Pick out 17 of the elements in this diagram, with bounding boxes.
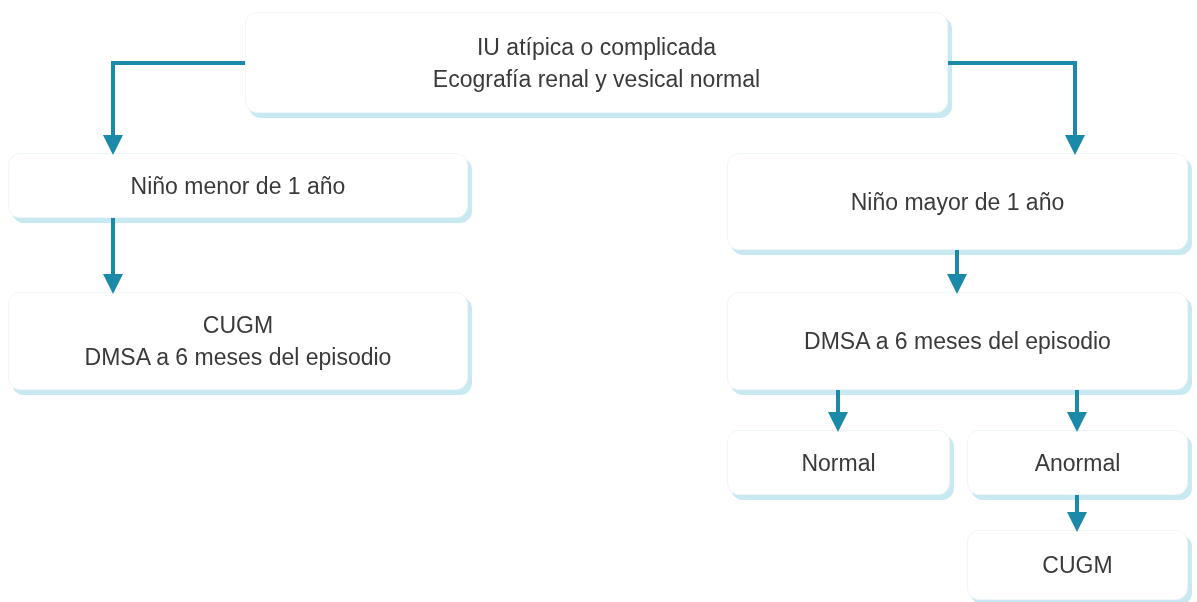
box-text: DMSA a 6 meses del episodio (804, 327, 1111, 356)
box-text: DMSA a 6 meses del episodio (84, 343, 392, 372)
arrow (103, 218, 123, 294)
arrow (1067, 495, 1087, 532)
box-text: IU atípica o complicada (476, 32, 717, 62)
box-text: Niño mayor de 1 año (850, 187, 1065, 217)
arrow (828, 390, 848, 432)
arrow (103, 61, 245, 155)
box-text: Normal (801, 448, 876, 478)
arrow (1067, 390, 1087, 432)
box-text: Ecografía renal y vesical normal (432, 64, 761, 94)
box-text: CUGM (1042, 551, 1113, 580)
box-text: CUGM (202, 311, 274, 340)
box-text: Anormal (1034, 448, 1121, 478)
arrow (947, 250, 967, 294)
arrow (948, 61, 1085, 155)
box-text: Niño menor de 1 año (130, 171, 346, 201)
